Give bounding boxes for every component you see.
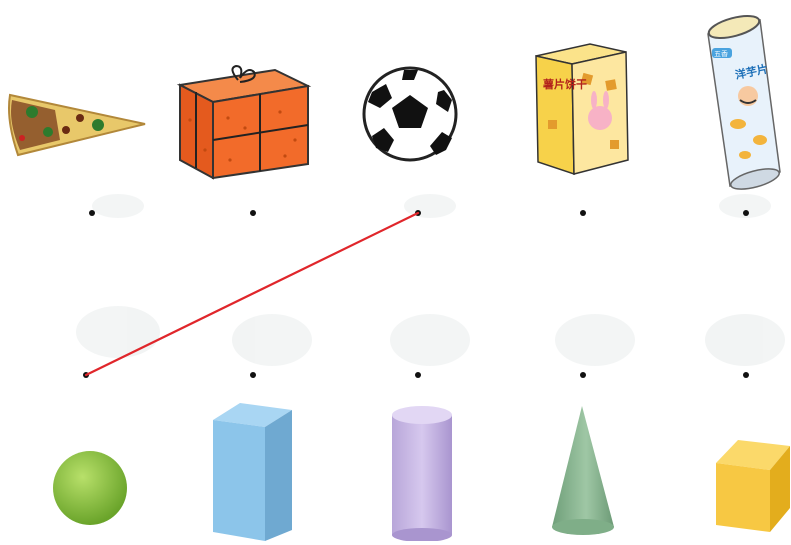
snack-box-image <box>536 44 628 174</box>
pizza-slice-image <box>9 95 145 155</box>
bottom-dots <box>83 372 749 378</box>
chips-can-badge: 五香 <box>714 49 728 58</box>
soccer-ball-image <box>364 68 456 160</box>
bottom-dot-5[interactable] <box>743 372 749 378</box>
cone-block-image <box>552 406 614 535</box>
cylinder-block-image <box>392 406 452 541</box>
faint-background-decor <box>76 194 785 366</box>
top-dot-1[interactable] <box>89 210 95 216</box>
cuboid-block-image <box>213 403 292 541</box>
snack-box-label: 薯片饼干 <box>542 77 587 91</box>
bottom-dot-2[interactable] <box>250 372 256 378</box>
top-dot-4[interactable] <box>580 210 586 216</box>
chips-can-image <box>707 12 782 194</box>
gift-box-image <box>180 66 308 178</box>
top-dot-5[interactable] <box>743 210 749 216</box>
bottom-dot-4[interactable] <box>580 372 586 378</box>
cube-block-image <box>716 440 790 532</box>
sphere-block-image <box>53 451 127 525</box>
bottom-dot-3[interactable] <box>415 372 421 378</box>
top-dot-2[interactable] <box>250 210 256 216</box>
